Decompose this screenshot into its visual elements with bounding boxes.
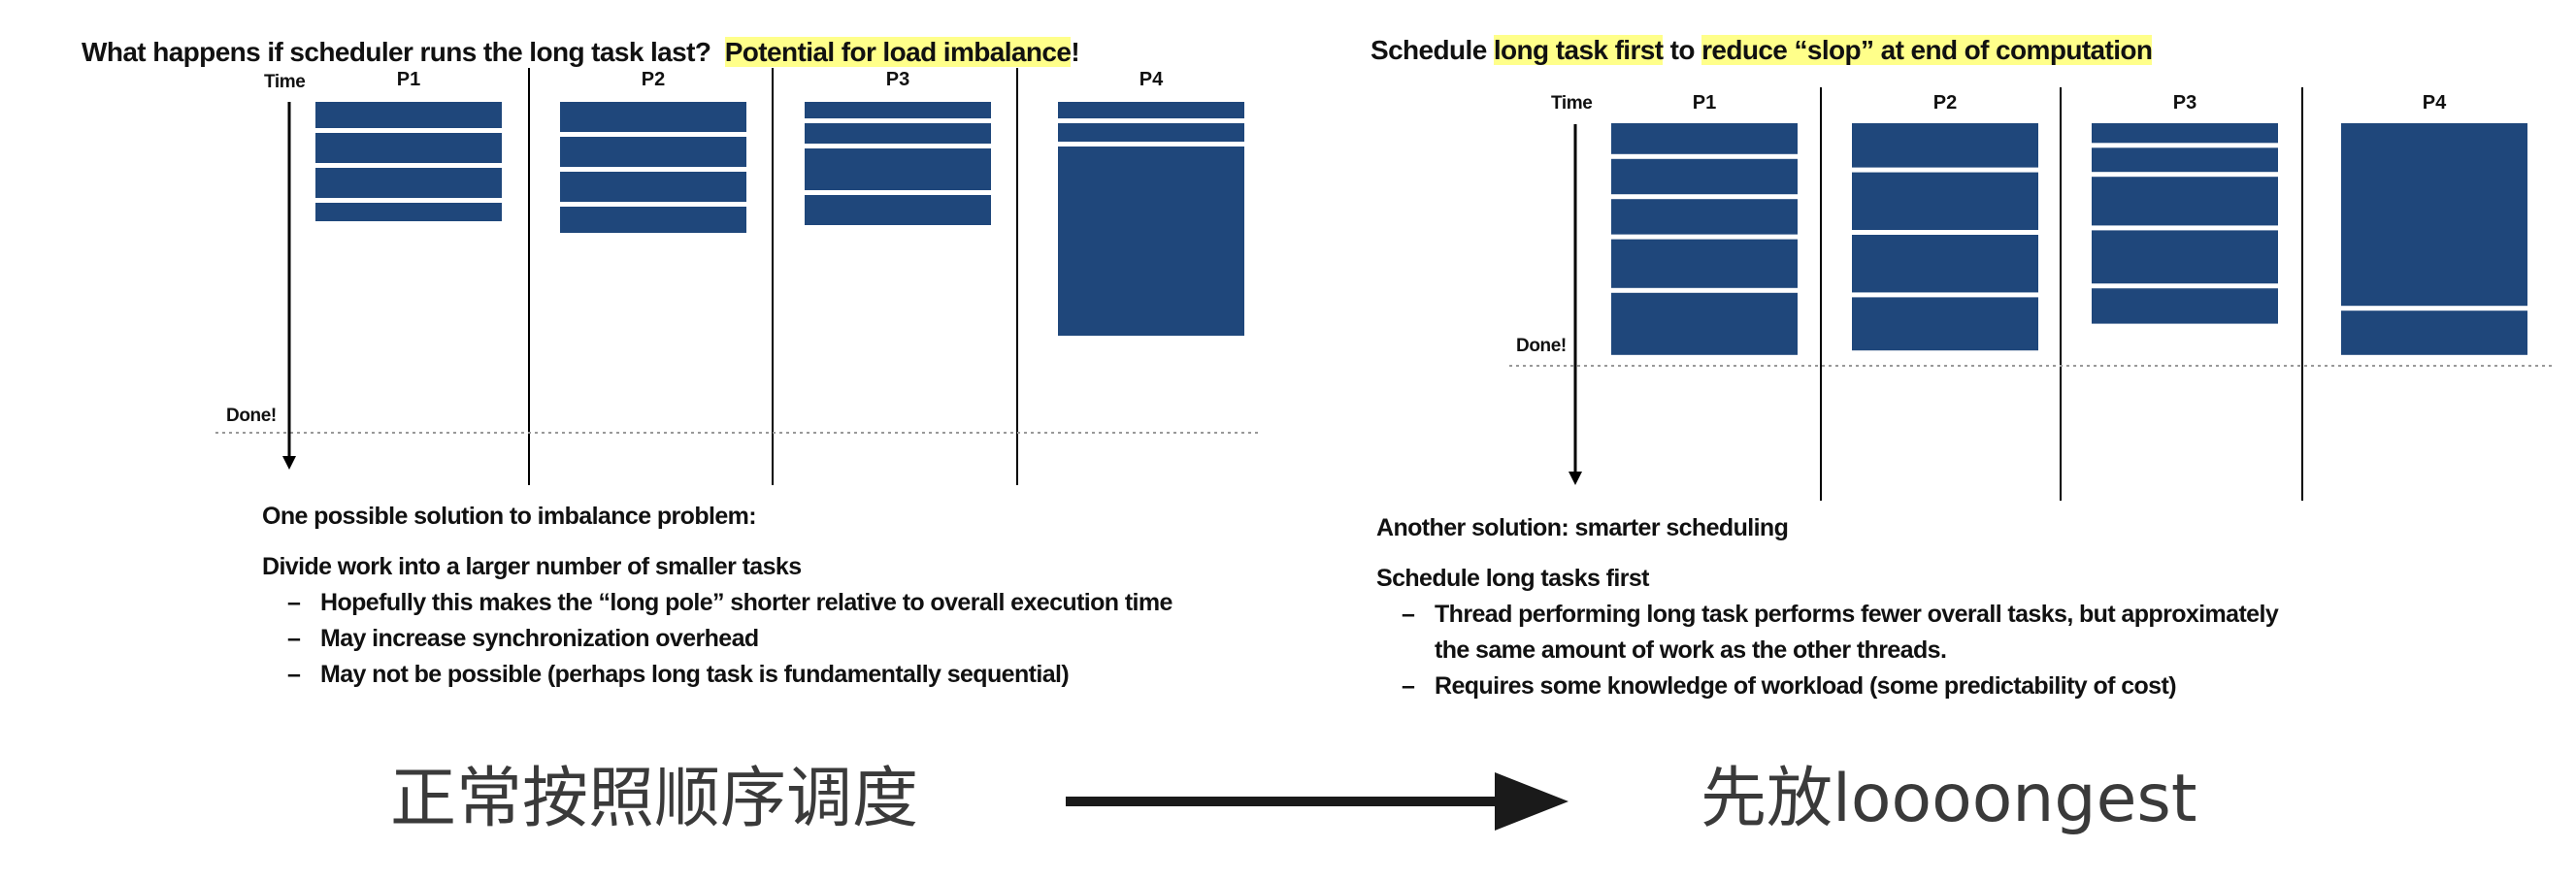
task-block: [2092, 230, 2278, 284]
task-block: [1852, 172, 2038, 230]
left-intro: One possible solution to imbalance probl…: [262, 503, 757, 530]
processor-label: P3: [886, 69, 909, 90]
left-title: What happens if scheduler runs the long …: [82, 35, 1080, 70]
right-title-text: Schedule: [1371, 35, 1494, 65]
processor-label: P2: [1933, 92, 1957, 114]
right-title-highlight-2: reduce “slop” at end of computation: [1701, 35, 2153, 65]
left-subheading: Divide work into a larger number of smal…: [262, 553, 802, 580]
task-block: [1611, 158, 1798, 195]
left-done-label: Done!: [226, 406, 277, 426]
task-block: [805, 102, 991, 118]
task-block: [560, 102, 746, 132]
task-block: [1611, 199, 1798, 235]
processor-label: P4: [2423, 92, 2447, 114]
task-block: [1058, 123, 1244, 142]
left-bullet: –May not be possible (perhaps long task …: [262, 657, 1281, 693]
processor-label: P4: [1139, 69, 1164, 90]
caption-right: 先放loooongest: [1701, 761, 2197, 837]
right-done-label: Done!: [1516, 336, 1567, 356]
left-time-label: Time: [264, 72, 306, 92]
task-block: [805, 195, 991, 225]
task-block: [1852, 123, 2038, 168]
task-block: [1058, 102, 1244, 118]
left-title-text: What happens if scheduler runs the long …: [82, 37, 711, 67]
task-block: [315, 168, 502, 198]
task-block: [2092, 147, 2278, 173]
processor-label: P2: [642, 69, 665, 90]
right-solution-text: Another solution: smarter scheduling Sch…: [1376, 510, 2298, 704]
right-time-label: Time: [1551, 93, 1593, 114]
arrow-down-icon: [282, 456, 296, 470]
task-block: [560, 207, 746, 233]
task-block: [1852, 235, 2038, 293]
arrow-down-icon: [1569, 472, 1582, 485]
left-title-suffix: !: [1071, 37, 1080, 67]
task-block: [1852, 297, 2038, 351]
right-intro: Another solution: smarter scheduling: [1376, 514, 1789, 541]
left-bullet-list: –Hopefully this makes the “long pole” sh…: [262, 585, 1281, 693]
caption-left: 正常按照顺序调度: [390, 761, 919, 837]
bullet-dash: –: [287, 625, 301, 652]
task-block: [1611, 292, 1798, 355]
task-block: [1611, 123, 1798, 154]
task-block: [2092, 177, 2278, 226]
task-block: [1611, 239, 1798, 288]
right-title-mid: to: [1663, 35, 1702, 65]
task-block: [805, 123, 991, 144]
left-bullet: –May increase synchronization overhead: [262, 621, 1281, 657]
processor-label: P3: [2173, 92, 2196, 114]
right-title: Schedule long task first to reduce “slop…: [1371, 33, 2153, 68]
task-block: [1058, 147, 1244, 336]
task-block: [2341, 123, 2527, 307]
left-solution-text: One possible solution to imbalance probl…: [262, 499, 1281, 693]
task-block: [805, 148, 991, 190]
task-block: [2092, 288, 2278, 324]
task-block: [315, 203, 502, 221]
task-block: [560, 137, 746, 167]
right-title-highlight-1: long task first: [1493, 35, 1664, 65]
task-block: [560, 172, 746, 202]
right-subheading: Schedule long tasks first: [1376, 565, 1650, 592]
processor-label: P1: [397, 69, 420, 90]
bullet-dash: –: [1402, 601, 1415, 628]
right-bullet: –Thread performing long task performs fe…: [1376, 597, 2298, 669]
task-block: [2092, 123, 2278, 144]
task-block: [315, 133, 502, 163]
bullet-dash: –: [287, 589, 301, 616]
bullet-dash: –: [287, 661, 301, 688]
left-title-highlight: Potential for load imbalance: [724, 37, 1072, 67]
right-bullet-list: –Thread performing long task performs fe…: [1376, 597, 2298, 704]
left-bullet: –Hopefully this makes the “long pole” sh…: [262, 585, 1281, 621]
task-block: [315, 102, 502, 128]
processor-label: P1: [1693, 92, 1716, 114]
right-bullet: –Requires some knowledge of workload (so…: [1376, 669, 2298, 704]
bullet-dash: –: [1402, 672, 1415, 700]
task-block: [2341, 310, 2527, 355]
